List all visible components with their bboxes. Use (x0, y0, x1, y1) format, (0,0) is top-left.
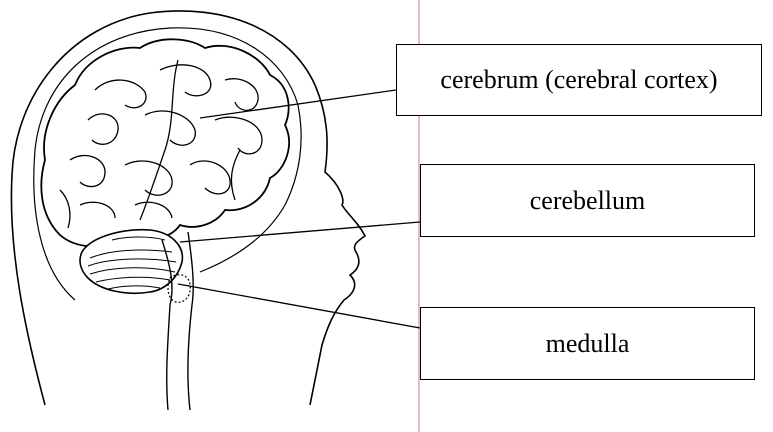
cerebrum-label: cerebrum (cerebral cortex) (440, 65, 717, 95)
cerebellum-label-box: cerebellum (420, 164, 755, 237)
medulla-label-box: medulla (420, 307, 755, 380)
medulla-pointer-line (178, 284, 420, 328)
cerebellum-shape (80, 230, 182, 293)
cerebrum-shape (41, 39, 289, 246)
cerebellum-pointer-line (180, 222, 420, 242)
cerebrum-label-box: cerebrum (cerebral cortex) (396, 44, 762, 116)
cerebellum-label: cerebellum (530, 186, 646, 216)
medulla-label: medulla (546, 329, 630, 359)
